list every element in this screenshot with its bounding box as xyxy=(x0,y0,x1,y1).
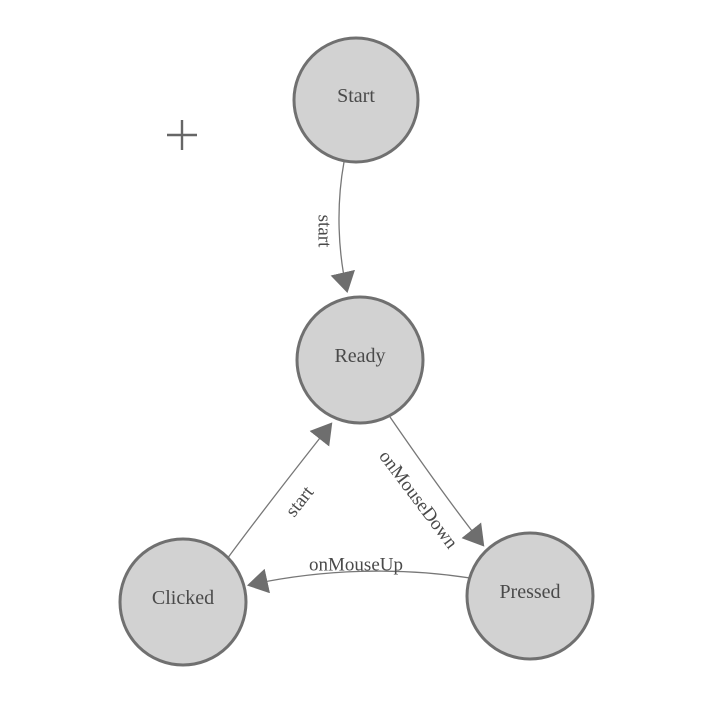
state-node-ready[interactable]: Ready xyxy=(295,295,425,425)
edge-label-pressed-to-clicked: onMouseUp xyxy=(309,555,403,576)
state-circle-start[interactable] xyxy=(292,36,420,164)
transition-ready-to-pressed[interactable]: onMouseDown xyxy=(374,416,485,553)
transition-clicked-to-ready[interactable]: start xyxy=(226,422,333,560)
state-circle-clicked[interactable] xyxy=(118,537,248,667)
edge-line-clicked-to-ready[interactable] xyxy=(226,422,333,560)
edge-line-pressed-to-clicked[interactable] xyxy=(246,568,471,594)
edge-label-clicked-to-ready: start xyxy=(282,482,319,521)
plus-icon xyxy=(167,120,197,150)
state-circle-ready[interactable] xyxy=(295,295,425,425)
state-circle-pressed[interactable] xyxy=(465,531,595,661)
edge-line-ready-to-pressed[interactable] xyxy=(389,416,485,547)
state-node-start[interactable]: Start xyxy=(292,36,420,164)
edge-line-start-to-ready[interactable] xyxy=(330,161,355,294)
edge-label-start-to-ready: start xyxy=(313,215,334,248)
transition-pressed-to-clicked[interactable]: onMouseUp xyxy=(246,555,471,594)
state-node-pressed[interactable]: Pressed xyxy=(465,531,595,661)
transition-start-to-ready[interactable]: start xyxy=(313,161,355,294)
state-node-clicked[interactable]: Clicked xyxy=(118,537,248,667)
